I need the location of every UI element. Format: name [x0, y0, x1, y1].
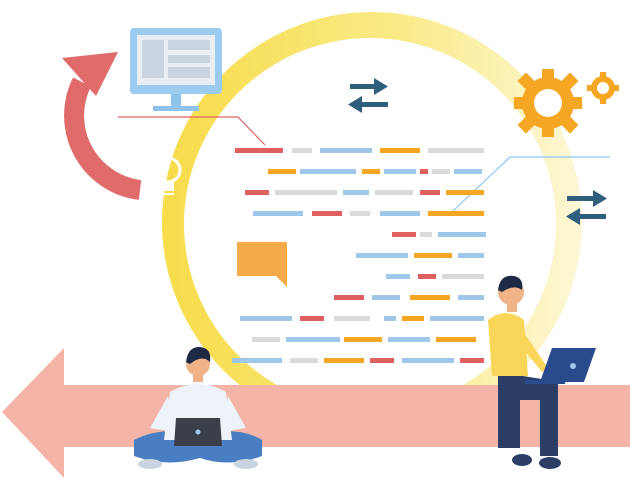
code-dash [430, 316, 484, 321]
code-dash [420, 232, 432, 237]
code-dash [350, 211, 370, 216]
code-dash [275, 190, 337, 195]
code-dash [442, 274, 484, 279]
code-dash [392, 232, 416, 237]
code-dash [370, 358, 394, 363]
code-dash [384, 169, 416, 174]
code-dash [245, 190, 269, 195]
code-dash [356, 253, 408, 258]
code-dash [286, 337, 340, 342]
code-dash [380, 211, 420, 216]
code-dash [235, 148, 283, 153]
code-dash [454, 169, 482, 174]
code-dash [402, 316, 424, 321]
code-dash [252, 337, 280, 342]
code-dash [253, 211, 303, 216]
code-dash [380, 148, 420, 153]
developer-sitting-cross-legged [134, 346, 262, 469]
monitor-icon [130, 28, 222, 111]
code-dash [312, 211, 342, 216]
code-dash [268, 169, 296, 174]
code-dash [334, 316, 370, 321]
cycle-arrow-icon [62, 52, 142, 200]
swap-arrows-icon [566, 190, 607, 225]
code-dash [410, 295, 450, 300]
code-dash [375, 190, 413, 195]
gear-icon [514, 69, 619, 137]
code-dash [420, 190, 440, 195]
code-dash [240, 316, 292, 321]
code-dash [428, 211, 484, 216]
code-dash [344, 337, 382, 342]
code-dash [402, 358, 454, 363]
code-dash [386, 274, 410, 279]
code-dash [300, 316, 324, 321]
code-dash [458, 295, 484, 300]
code-dash [446, 190, 484, 195]
code-dash [438, 232, 486, 237]
code-dash [436, 337, 476, 342]
code-dash [460, 358, 484, 363]
code-dash [362, 169, 380, 174]
code-lines [232, 148, 486, 363]
code-dash [372, 295, 400, 300]
code-dash [384, 316, 396, 321]
code-dash [232, 358, 282, 363]
code-dash [300, 169, 356, 174]
code-dash [324, 358, 364, 363]
code-dash [458, 253, 484, 258]
code-dash [343, 190, 369, 195]
code-dash [432, 169, 450, 174]
code-dash [388, 337, 430, 342]
code-dash [320, 148, 372, 153]
code-dash [428, 148, 484, 153]
swap-arrows-icon [348, 78, 388, 113]
lightbulb-icon [154, 156, 182, 195]
code-dash [418, 274, 436, 279]
chat-bubble-icon [237, 242, 287, 287]
code-dash [292, 148, 312, 153]
developer-sitting-on-bench [488, 275, 596, 469]
code-dash [290, 358, 318, 363]
code-dash [334, 295, 364, 300]
code-dash [420, 169, 428, 174]
code-dash [414, 253, 452, 258]
